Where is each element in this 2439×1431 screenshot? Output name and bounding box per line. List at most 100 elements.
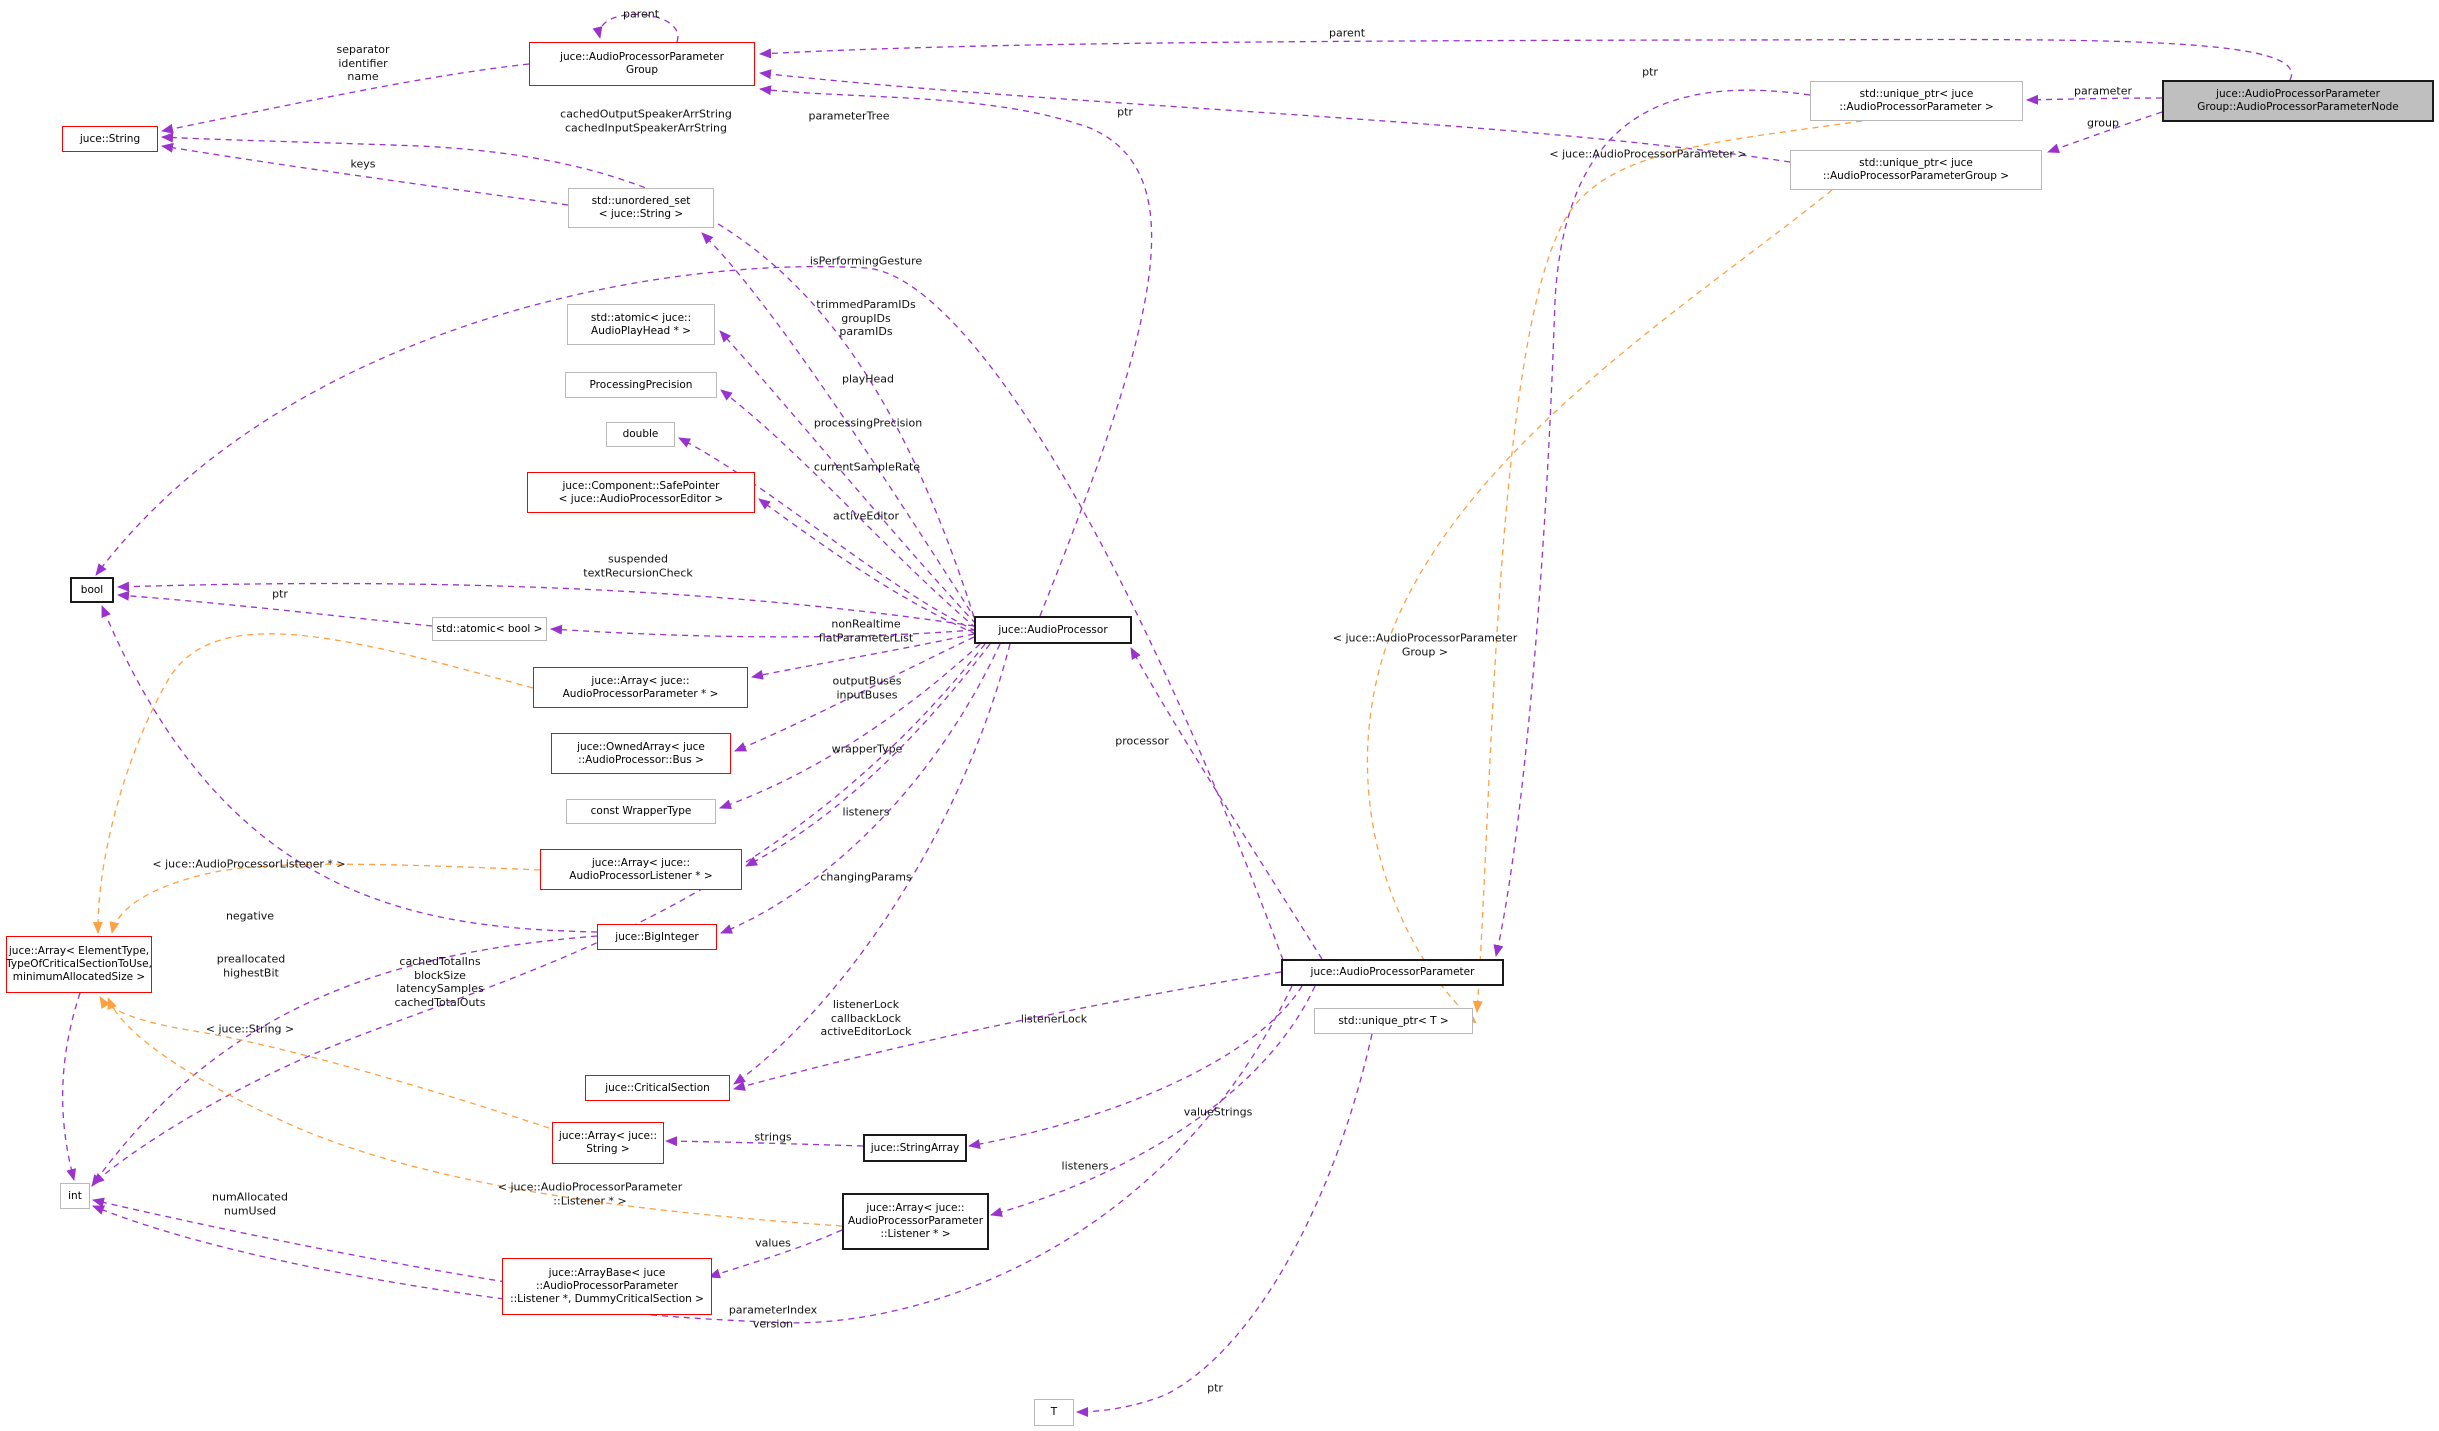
edge-node-parameter-uptrparam (2026, 94, 2163, 105)
edge-label-cachedspeakerarrstring: cachedOutputSpeakerArrString cachedInput… (560, 107, 732, 135)
node-t[interactable]: T (1034, 1399, 1074, 1426)
edge-app-isperforminggesture-bool (95, 265, 1284, 961)
edge-node-parent-group (759, 38, 2293, 81)
edge-ap-suspended-bool (117, 581, 975, 627)
node-array-audioprocessorlistener[interactable]: juce::Array< juce:: AudioProcessorListen… (540, 849, 742, 890)
edge-group-separator-string (161, 63, 530, 134)
node-array-parameter-listener[interactable]: juce::Array< juce:: AudioProcessorParame… (842, 1193, 989, 1250)
node-int[interactable]: int (60, 1183, 90, 1209)
edge-label-changingparams: changingParams (820, 870, 912, 884)
edge-tmpl-arraystring (99, 996, 571, 1136)
edge-label-locks: listenerLock callbackLock activeEditorLo… (820, 997, 912, 1038)
edge-ap-locks-criticalsection (733, 643, 1011, 1085)
edge-label-processor: processor (1115, 734, 1169, 748)
edge-label-cachedtotals: cachedTotalIns blockSize latencySamples … (394, 955, 486, 1009)
node-biginteger[interactable]: juce::BigInteger (597, 924, 717, 950)
edge-label-template-parameter-listener: < juce::AudioProcessorParameter ::Listen… (497, 1180, 683, 1208)
node-stringarray[interactable]: juce::StringArray (863, 1134, 967, 1162)
edge-label-template-listener: < juce::AudioProcessorListener * > (152, 857, 346, 871)
node-ownedarray-bus[interactable]: juce::OwnedArray< juce ::AudioProcessor:… (551, 733, 731, 774)
node-audioprocessorparameter[interactable]: juce::AudioProcessorParameter (1281, 959, 1504, 986)
edge-biginteger-preallocated-int (91, 935, 598, 1187)
edge-label-parent-self: parent (622, 7, 660, 21)
node-uniqueptr-audioprocessorparametergroup[interactable]: std::unique_ptr< juce ::AudioProcessorPa… (1790, 150, 2042, 190)
node-bool[interactable]: bool (70, 577, 114, 603)
edge-label-parameterindex: parameterIndex version (728, 1303, 818, 1331)
node-processingprecision[interactable]: ProcessingPrecision (565, 372, 717, 398)
edge-label-valuestrings: valueStrings (1183, 1105, 1253, 1119)
node-audioprocessorparameternode-current: juce::AudioProcessorParameter Group::Aud… (2162, 80, 2434, 122)
edge-label-parametertree: parameterTree (808, 109, 890, 123)
node-uniqueptr-t[interactable]: std::unique_ptr< T > (1314, 1008, 1473, 1034)
edge-label-template-parameter: < juce::AudioProcessorParameter > (1549, 147, 1747, 161)
edge-ap-changingparams (720, 643, 1001, 934)
edge-tmpl-arrayparamlistener (107, 997, 843, 1227)
edge-ap-processingprecision (720, 389, 977, 629)
node-arraybase-listener[interactable]: juce::ArrayBase< juce ::AudioProcessorPa… (502, 1258, 712, 1315)
edge-arrayelementtype-int (62, 992, 81, 1181)
edge-label-listeners-app: listeners (1061, 1159, 1109, 1173)
edge-label-paramids: trimmedParamIDs groupIDs paramIDs (816, 297, 916, 338)
edge-label-ptr-top: ptr (1642, 65, 1658, 79)
edge-tmpl-arraylistener (109, 863, 541, 934)
node-audioprocessor[interactable]: juce::AudioProcessor (974, 616, 1132, 644)
edge-biginteger-negative-bool (101, 605, 598, 933)
edge-node-group-uptrgroup (2047, 111, 2163, 154)
edge-label-values: values (755, 1236, 791, 1250)
edge-app-valuestrings-stringarray (968, 985, 1303, 1150)
edge-ap-cachedspeaker-string (161, 132, 975, 618)
edge-label-playhead: playHead (841, 372, 895, 386)
edge-label-ptr-bottom: ptr (1207, 1381, 1223, 1395)
node-double[interactable]: double (606, 422, 675, 447)
edge-app-parameterindex-int (92, 985, 1293, 1324)
edge-app-listeners-arraylistener (990, 985, 1316, 1217)
edge-ap-playhead (719, 330, 977, 625)
edge-uptrt-ptr-t (1076, 1033, 1373, 1417)
edge-label-isperforminggesture: isPerformingGesture (809, 254, 923, 268)
edge-label-processingprecision: processingPrecision (813, 416, 923, 430)
edge-ap-flatparameterlist (751, 633, 975, 680)
edge-atomicbool-ptr-bool (117, 590, 433, 627)
edge-app-listenerlock-criticalsection (733, 971, 1282, 1091)
node-unordered-set-string[interactable]: std::unordered_set < juce::String > (568, 188, 714, 228)
node-array-string[interactable]: juce::Array< juce:: String > (552, 1122, 664, 1164)
edge-label-wrappertype: wrapperType (831, 742, 903, 756)
edge-ap-paramids-uset (701, 232, 977, 621)
edge-ap-wrappertype (719, 643, 981, 810)
edge-label-ptr-mid: ptr (1117, 105, 1133, 119)
node-atomic-audioplayhead[interactable]: std::atomic< juce:: AudioPlayHead * > (567, 304, 715, 345)
edge-label-strings: strings (754, 1130, 792, 1144)
node-const-wrappertype[interactable]: const WrapperType (566, 799, 716, 824)
edge-uset-keys-string (161, 142, 569, 206)
edge-app-processor-ap (1130, 647, 1323, 960)
edge-label-negative: negative (225, 909, 275, 923)
node-uniqueptr-audioprocessorparameter[interactable]: std::unique_ptr< juce ::AudioProcessorPa… (1810, 81, 2023, 121)
edge-label-keys: keys (350, 157, 376, 171)
edge-label-parameter: parameter (2073, 84, 2133, 98)
node-array-elementtype[interactable]: juce::Array< ElementType, TypeOfCritical… (6, 936, 152, 993)
edge-label-ptr-bool: ptr (272, 587, 288, 601)
node-array-audioprocessorparameter-ptr[interactable]: juce::Array< juce:: AudioProcessorParame… (533, 667, 748, 708)
edge-tmpl-uptrgroup-uptrt (1366, 189, 1833, 1024)
edge-uptrparam-ptr-app (1493, 89, 1811, 957)
edge-label-buses: outputBuses inputBuses (832, 674, 902, 702)
edge-ap-cachedtotals-int (92, 643, 986, 1185)
edge-ap-activeeditor (758, 498, 977, 635)
edge-label-preallocated: preallocated highestBit (216, 952, 286, 980)
node-safepointer-audioprocessoreditor[interactable]: juce::Component::SafePointer < juce::Aud… (527, 472, 755, 513)
edge-ap-nonrealtime-atomicbool (550, 624, 975, 638)
edge-tmpl-uptrparam-uptrt (1472, 120, 1863, 1013)
edge-label-template-group: < juce::AudioProcessorParameter Group > (1332, 631, 1518, 659)
edge-label-nonrealtime: nonRealtime flatParameterList (818, 617, 914, 645)
node-audioprocessorparametergroup[interactable]: juce::AudioProcessorParameter Group (529, 42, 755, 86)
node-criticalsection[interactable]: juce::CriticalSection (585, 1075, 730, 1101)
edge-tmpl-arrayparamptr (92, 633, 534, 934)
edge-label-separator-identifier-name: separator identifier name (336, 42, 390, 83)
edge-uptrgroup-ptr-group (759, 69, 1791, 163)
node-atomic-bool[interactable]: std::atomic< bool > (432, 617, 547, 641)
edge-label-template-string: < juce::String > (205, 1022, 295, 1036)
edge-label-group: group (2087, 116, 2119, 130)
node-juce-string[interactable]: juce::String (62, 126, 158, 152)
